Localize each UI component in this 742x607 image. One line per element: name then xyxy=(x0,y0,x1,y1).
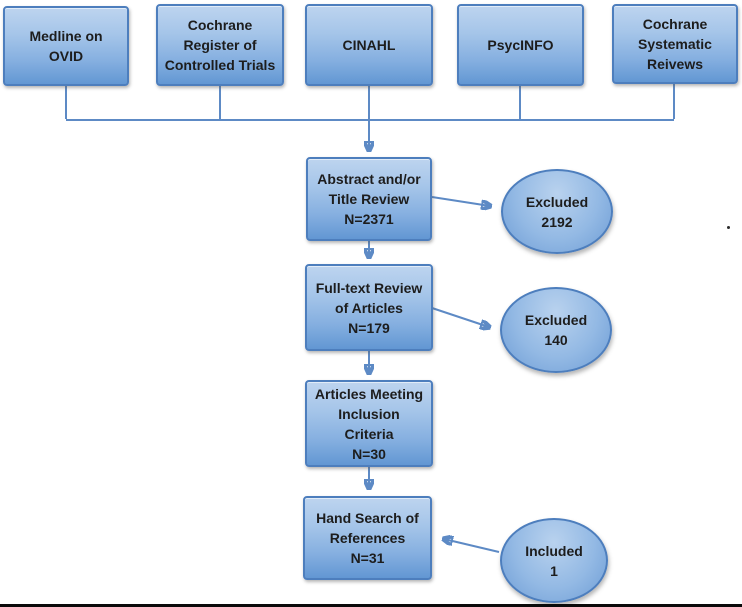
step-box-hand-search-label: Hand Search of References N=31 xyxy=(316,510,419,566)
source-box-cochrane-register: Cochrane Register of Controlled Trials xyxy=(156,4,284,86)
source-box-cochrane-systematic: Cochrane Systematic Reivews xyxy=(612,4,738,84)
page-bottom-border xyxy=(0,604,742,607)
source-box-cochrane-systematic-label: Cochrane Systematic Reivews xyxy=(638,16,712,72)
source-box-medline-ovid: Medline on OVID xyxy=(3,6,129,86)
step-box-hand-search: Hand Search of References N=31 xyxy=(303,496,432,580)
ellipse-excluded-140: Excluded 140 xyxy=(500,287,612,373)
step-box-fulltext-review-label: Full-text Review of Articles N=179 xyxy=(315,279,423,336)
source-box-medline-ovid-label: Medline on OVID xyxy=(29,28,103,64)
step-box-inclusion-criteria-label: Articles Meeting Inclusion Criteria N=30 xyxy=(314,385,424,462)
ellipse-included-1: Included 1 xyxy=(500,518,608,603)
ellipse-excluded-2192-label: Excluded 2192 xyxy=(525,193,589,230)
arrow-included-to-handsearch xyxy=(444,539,500,553)
step-box-inclusion-criteria: Articles Meeting Inclusion Criteria N=30 xyxy=(305,380,433,467)
source-box-cinahl-label: CINAHL xyxy=(342,37,396,53)
step-box-abstract-title-review-label: Abstract and/or Title Review N=2371 xyxy=(317,171,421,227)
ellipse-excluded-140-label: Excluded 140 xyxy=(524,312,588,348)
source-box-psycinfo: PsycINFO xyxy=(457,4,584,86)
source-box-cinahl: CINAHL xyxy=(305,4,433,86)
step-box-abstract-title-review: Abstract and/or Title Review N=2371 xyxy=(306,157,432,241)
arrow-abstract-to-excluded-2192 xyxy=(431,196,490,206)
arrow-fulltext-to-excluded-140 xyxy=(431,307,489,327)
ellipse-included-1-label: Included 1 xyxy=(525,542,583,579)
step-box-fulltext-review: Full-text Review of Articles N=179 xyxy=(305,264,433,351)
stray-dot xyxy=(727,226,730,229)
source-box-cochrane-register-label: Cochrane Register of Controlled Trials xyxy=(164,17,276,73)
ellipse-excluded-2192: Excluded 2192 xyxy=(501,169,613,254)
source-box-psycinfo-label: PsycINFO xyxy=(487,37,554,53)
